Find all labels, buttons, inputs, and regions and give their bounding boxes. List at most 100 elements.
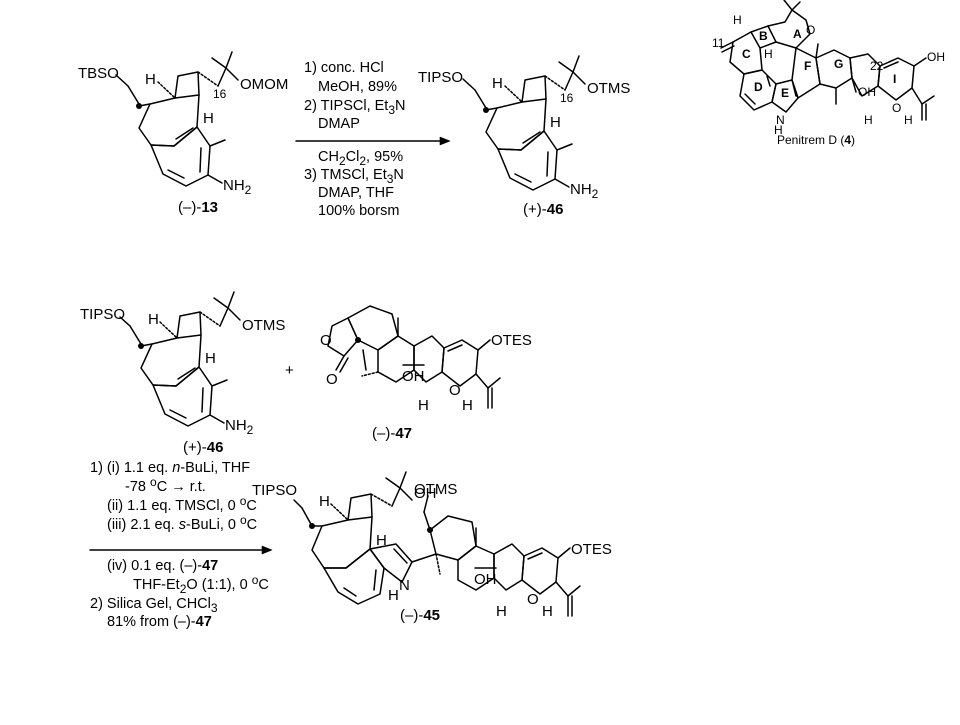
penitrem-label: Penitrem D (4) (777, 133, 855, 147)
aromatic-double-bond (744, 93, 756, 105)
methyl-bond (225, 67, 239, 81)
cond-line: DMAP (318, 116, 360, 132)
isopropenyl-bond (911, 87, 923, 105)
cyclobutane-ring (174, 71, 200, 99)
cond-line: THF-Et2O (1:1), 0 oC (133, 573, 269, 596)
quaternary-bond (217, 67, 227, 87)
ch2-bond (115, 74, 129, 87)
h-label: H (864, 113, 873, 127)
oxygen-label: O (527, 591, 539, 608)
oxygen-label: O (806, 23, 815, 37)
gem-dimethyl (783, 0, 793, 11)
compound-47: O O OH O OTES H H (–)-47 (320, 305, 532, 442)
pyran-ring (521, 547, 559, 595)
carbonyl-bond (335, 355, 345, 371)
tipso-label: TIPSO (418, 69, 463, 86)
quaternary-bond (564, 71, 574, 91)
indole-link (411, 553, 437, 563)
arrowhead (439, 136, 451, 146)
exo-methylene (721, 45, 735, 53)
compound-13-label: (–)-13 (178, 199, 218, 216)
h-bond (330, 503, 349, 521)
amine-label: NH2 (225, 417, 254, 437)
cond-line: CH2Cl2, 95% (318, 149, 403, 168)
step1-conditions: 1) conc. HCl MeOH, 89% 2) TIPSCl, Et3N D… (295, 60, 451, 219)
ch2-bond (462, 78, 476, 91)
cond-line: 1) (i) 1.1 eq. n-BuLi, THF (90, 460, 250, 476)
pyran-ring (441, 339, 479, 387)
compound-46-middle: NH2 TIPSO H H OTMS (+)-46 (80, 291, 285, 456)
otms-label: OTMS (242, 317, 285, 334)
methyl-bond (399, 471, 407, 489)
cyclohexane-ring (485, 98, 547, 151)
cond-line: (iv) 0.1 eq. (–)-47 (107, 558, 218, 574)
omom-label: OMOM (240, 76, 288, 93)
ring-c (729, 31, 763, 75)
oh-label: OH (474, 571, 497, 588)
carbonyl-bond (339, 357, 349, 373)
cond-line: 3) TMSCl, Et3N (304, 167, 404, 186)
methyl-bond (209, 139, 226, 147)
ring-b-label: B (759, 29, 768, 43)
aromatic-double-bond (343, 587, 357, 597)
aromatic-double-bond (522, 131, 541, 144)
cyclohexane-ring (138, 94, 200, 147)
h-label: H (733, 13, 742, 27)
nh-label: H (774, 123, 783, 137)
ring-d-label: D (754, 80, 763, 94)
compound-47-label: (–)-47 (372, 425, 412, 442)
stereocenter-dot (427, 527, 433, 533)
cond-line: 1) conc. HCl (304, 60, 384, 76)
penitrem-d: O A B C 11 H H D E N H F G 22 I (712, 0, 945, 147)
arrowhead (261, 545, 273, 555)
oh-label: OH (414, 485, 437, 502)
amine-bond (209, 414, 225, 424)
aromatic-double-bond (201, 387, 204, 413)
h-label: H (205, 350, 216, 367)
methyl-bond (556, 143, 573, 151)
otes-bond (557, 547, 571, 559)
cond-line: 2) TIPSCl, Et3N (304, 98, 406, 117)
oh-bond (913, 57, 927, 67)
isopropenyl-bond (555, 581, 569, 597)
ring-g-label: G (834, 57, 843, 71)
ring-i-double-bond (883, 61, 899, 69)
amine-bond (207, 174, 223, 184)
tipso-label: TIPSO (80, 306, 125, 323)
c16-label: 16 (213, 87, 227, 101)
oxygen-label: O (449, 382, 461, 399)
cyclobutane-ring (521, 75, 547, 103)
h-label: H (904, 113, 913, 127)
otms-label: OTMS (587, 80, 630, 97)
ch2-bond (474, 89, 487, 109)
cond-line: 2) Silica Gel, CHCl3 (90, 596, 218, 615)
h-label: H (764, 47, 773, 61)
aromatic-double-bond (514, 173, 532, 183)
aromatic-double-bond (766, 75, 771, 87)
h-label: H (145, 71, 156, 88)
exo-methylene (720, 41, 734, 49)
cyclohexane-ring (429, 515, 477, 561)
isopropenyl-bond (487, 377, 501, 389)
methyl-bond (227, 291, 235, 309)
h-bond (159, 321, 178, 339)
ch2-bond (127, 85, 140, 105)
ch2-bond (301, 507, 313, 527)
methyl-bond (213, 297, 229, 309)
cyclohexane-ring (311, 516, 373, 569)
ring-oh-label: OH (858, 85, 876, 99)
methyl-bond (435, 553, 441, 575)
h-label: H (542, 603, 553, 620)
ch2oh-bond (423, 511, 431, 531)
ch2-bond (293, 499, 303, 509)
cond-line: (ii) 1.1 eq. TMSCl, 0 oC (107, 494, 257, 514)
side-chain-bond (199, 311, 221, 327)
methyl-bond (385, 477, 401, 489)
step2-conditions: 1) (i) 1.1 eq. n-BuLi, THF -78 oC → r.t.… (89, 460, 273, 630)
ring-c-label: C (742, 47, 751, 61)
methyl-bond (362, 349, 367, 371)
gem-dimethyl (791, 1, 801, 11)
h-bond (157, 81, 176, 99)
methyl-bond (225, 51, 233, 69)
